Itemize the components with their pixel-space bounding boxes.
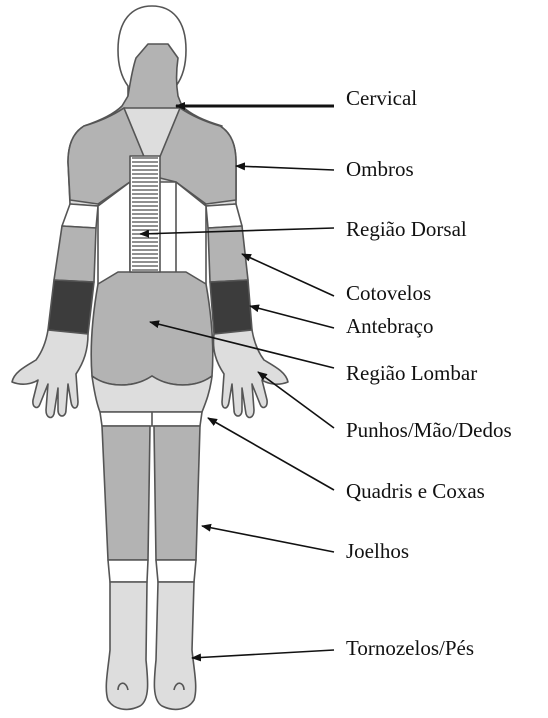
- region-joelhos-right: [154, 426, 200, 560]
- label-punhos-mao-dedos: Punhos/Mão/Dedos: [346, 420, 512, 441]
- label-cotovelos: Cotovelos: [346, 283, 431, 304]
- body-figure: [12, 6, 288, 709]
- label-ombros: Ombros: [346, 159, 414, 180]
- arrow-ombros: [236, 166, 334, 170]
- label-antebraco: Antebraço: [346, 316, 433, 337]
- region-joelhos-left: [102, 426, 150, 560]
- arrow-quadris: [208, 418, 334, 490]
- arrow-joelhos: [202, 526, 334, 552]
- arrow-antebraco: [250, 306, 334, 328]
- region-cotovelos-left: [54, 226, 96, 282]
- region-antebraco-right: [210, 280, 252, 334]
- label-tornozelos-pes: Tornozelos/Pés: [346, 638, 474, 659]
- label-regiao-dorsal: Região Dorsal: [346, 219, 467, 240]
- ankle-band-right: [156, 560, 196, 582]
- upper-arm-left: [62, 204, 98, 228]
- label-quadris-coxas: Quadris e Coxas: [346, 481, 485, 502]
- arrow-punhos: [258, 372, 334, 428]
- label-regiao-lombar: Região Lombar: [346, 363, 477, 384]
- region-punhos-left: [12, 330, 88, 417]
- region-antebraco-left: [48, 280, 94, 334]
- upper-arm-right: [206, 204, 242, 228]
- region-tornozelos-right: [154, 582, 195, 709]
- arrow-tornozelos: [192, 650, 334, 658]
- ankle-band-left: [108, 560, 148, 582]
- region-punhos-right: [213, 330, 288, 417]
- hip-band: [100, 412, 202, 426]
- region-regiao-lombar: [91, 272, 213, 385]
- arrow-cotovelos: [242, 254, 334, 296]
- label-joelhos: Joelhos: [346, 541, 409, 562]
- region-tornozelos-left: [106, 582, 147, 709]
- label-cervical: Cervical: [346, 88, 417, 109]
